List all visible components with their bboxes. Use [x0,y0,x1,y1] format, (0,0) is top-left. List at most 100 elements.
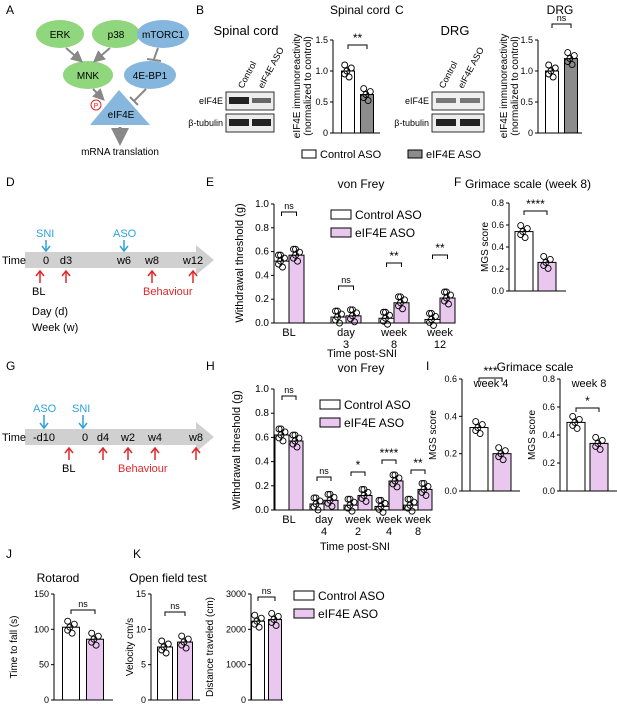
panel-letter-j: J [6,547,12,561]
data-point-I1-0-3 [478,421,486,428]
blot-sc-lane-aso: eIF4E ASO [256,45,286,89]
data-point-H-2-1-0 [358,486,366,493]
timeline-d-tick-4: w12 [182,255,203,267]
data-point-E-2-0-5 [382,308,389,316]
data-point-K2-1-4 [268,618,276,626]
panel-letter-i: I [426,359,429,373]
data-point-E-1-1-5 [349,306,356,314]
timeline-g-tick-4: w4 [147,432,162,444]
legend-k-control-swatch [293,590,315,601]
blot-sc-row-eif4e: eIF4E [199,96,223,106]
inhibit-bar-1 [146,58,162,62]
data-point-H-2-1-4 [358,495,366,502]
y-tick-label-E-1: 0.2 [255,294,269,305]
bar-K2-0 [251,620,265,701]
inhibit-mtorc1-4ebp1 [153,47,159,60]
data-point-I2-1-3 [598,436,606,444]
x-tick-label-E-2-0: week [380,327,407,339]
data-point-J-1-0 [88,629,96,637]
y-tick-label-E-5: 1.0 [255,199,269,210]
y-tick-label-I2-4: 0.8 [542,374,555,384]
node-mnk [63,61,113,89]
timeline-d-tick-2: w6 [116,255,131,267]
data-point-E-1-1-0 [347,306,354,314]
y-tick-label-H-5: 1.0 [255,384,269,395]
blot-drg-row-tubulin: β-tubulin [394,118,429,128]
blot-drg-band-eif4e-aso [460,98,480,103]
legend-e-control-swatch [330,209,352,220]
blot-drg-band-eif4e-ctrl [436,98,456,103]
legend-bc-control-swatch [301,149,317,159]
y-axis-label-H: Withdrawal threshold (g) [231,390,243,509]
y-tick-label-H-4: 0.8 [255,408,269,419]
data-point-H-2-0-4 [344,504,352,512]
sig-label-E-1: ns [341,275,351,285]
data-point-E-0-1-5 [292,245,299,253]
y-tick-label-B-1: 0.5 [315,97,328,107]
data-point-E-1-0-0 [332,307,339,315]
inhibit-bar-2 [129,96,139,106]
data-point-H-3-1-0 [389,471,397,479]
data-point-K1-0-3 [164,640,172,648]
data-point-B-0-3 [347,64,355,72]
y-axis-label-J: Time to fall (s) [9,616,20,679]
node-p38 [92,20,140,48]
data-point-I2-1-4 [592,442,600,450]
blot-drg-box-eif4e [431,91,485,111]
timeline-g-arrow [25,422,214,452]
blot-drg: DRG Control eIF4E ASO eIF4E β-tubulin [394,23,486,133]
data-point-H-3-0-0 [375,496,383,504]
chart-subtitle-I2: week 8 [571,378,607,390]
legend-bc-aso-label: eIF4E ASO [426,149,481,161]
panel-letter-e: E [206,175,214,189]
y-tick-label-H-2: 0.4 [255,457,269,468]
data-point-E-0-0-5 [277,251,284,259]
y-tick-label-E-4: 0.8 [255,223,269,234]
data-point-F-1-3 [546,255,554,263]
chart-title-F: Grimace scale (week 8) [465,177,591,191]
legend-k: Control ASO eIF4E ASO [293,589,385,621]
sig-bracket-B [347,44,368,49]
bar-J-0 [62,626,80,701]
bar-I2-1 [589,442,609,492]
data-point-C-0-0 [545,61,553,69]
y-tick-label-C-2: 1.0 [520,66,533,76]
y-tick-label-K2-0: 0 [241,695,246,705]
y-tick-label-K2-2: 2000 [226,624,246,634]
data-point-E-2-0-4 [380,317,387,325]
bar-I1-1 [492,453,512,492]
y-tick-label-I2-2: 0.4 [542,430,555,440]
panel-letter-c: C [395,3,404,17]
x-tick-label-H-4-0: week [404,514,431,526]
data-point-C-0-3 [551,64,559,72]
data-point-I2-0-4 [569,421,577,429]
y-axis-label-K2: Distance traveled (cm) [205,597,216,697]
data-point-E-3-0-5 [428,309,435,317]
y-tick-label-K1-2: 10 [136,624,146,634]
node-erk-label: ERK [50,30,71,41]
sig-bracket-H-2 [350,471,366,476]
sig-bracket-J [70,609,96,614]
data-point-H-2-0-5 [346,495,354,503]
data-point-I2-0-3 [575,415,583,423]
y-tick-label-K1-3: 15 [136,589,146,599]
data-point-B-1-3 [366,88,374,96]
blot-drg-band-tub-aso [460,119,480,126]
y-axis-label-E: Withdrawal threshold (g) [234,203,246,322]
y-tick-label-J-1: 50 [39,660,49,670]
data-point-I2-1-0 [592,433,600,441]
legend-k-aso-label: eIF4E ASO [318,607,378,621]
sig-label-I1: *** [483,364,497,378]
y-tick-label-E-0: 0.0 [255,318,269,329]
timeline-g-sni-head [78,422,88,430]
data-point-K1-1-0 [178,632,186,640]
data-point-I1-1-0 [495,444,503,452]
sig-bracket-H-1 [316,476,332,481]
data-point-H-1-1-0 [324,490,332,498]
bar-K1-0 [157,646,173,701]
y-tick-label-F-4: 0.8 [491,198,504,208]
legend-e-control-label: Control ASO [355,208,422,222]
panel-letter-g: G [6,359,15,373]
sig-label-H-2: * [356,458,361,472]
data-point-H-2-1-5 [360,486,368,493]
